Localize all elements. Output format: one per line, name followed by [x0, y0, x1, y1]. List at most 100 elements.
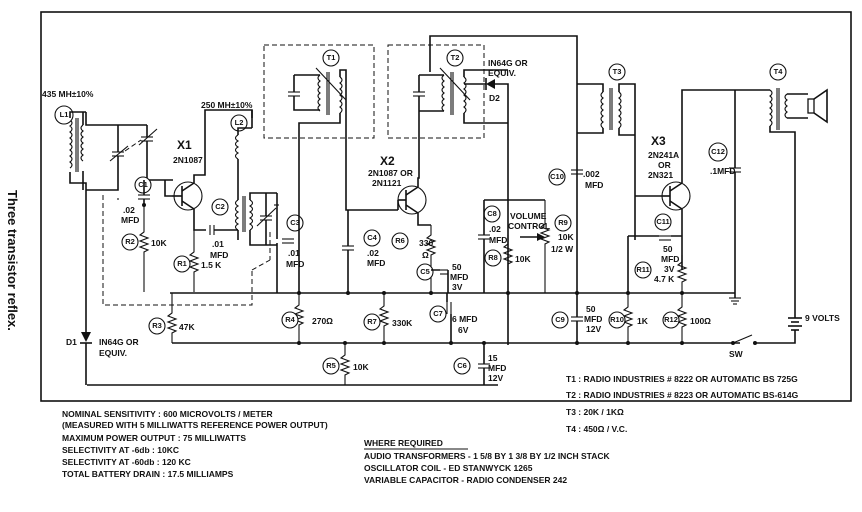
C1-value-2: MFD: [121, 215, 139, 225]
C5-value-1: 50: [452, 262, 462, 272]
T2-ref: T2: [451, 53, 460, 62]
R9-label-1: VOLUME: [510, 211, 547, 221]
D1-value-2: EQUIV.: [99, 348, 127, 358]
L2-ref: L2: [235, 118, 244, 127]
note-left-2: (MEASURED WITH 5 MILLIWATTS REFERENCE PO…: [62, 420, 328, 430]
L1-coil: [69, 118, 84, 172]
L1-ref: L1: [60, 110, 69, 119]
C10-value-1: .002: [583, 169, 600, 179]
C1-ref: C1: [138, 180, 148, 189]
note-right-4: T4 : 450Ω / V.C.: [566, 424, 627, 434]
C10-value-2: MFD: [585, 180, 603, 190]
X2-type-1: 2N1087 OR: [368, 168, 413, 178]
C5-value-3: 3V: [452, 282, 463, 292]
note-right-3: T3 : 20K / 1KΩ: [566, 407, 624, 417]
C8-ref: C8: [487, 209, 497, 218]
L1-value: 435 MH±10%: [42, 89, 94, 99]
R5-value: 10K: [353, 362, 369, 372]
C11-ref: C11: [656, 217, 669, 226]
C3-value-2: MFD: [286, 259, 304, 269]
C2-value-1: .01: [212, 239, 224, 249]
C10-ref: C10: [550, 172, 564, 181]
R6-value-1: 330: [419, 238, 433, 248]
C9-value-3: 12V: [586, 324, 601, 334]
R2-value: 10K: [151, 238, 167, 248]
where-required-title: WHERE REQUIRED: [364, 438, 443, 448]
C8-value-1: .02: [489, 224, 501, 234]
note-right-1: T1 : RADIO INDUSTRIES # 8222 OR AUTOMATI…: [566, 374, 798, 384]
D2-ref: D2: [489, 93, 500, 103]
R2-ref: R2: [125, 237, 135, 246]
R11-ref: R11: [636, 265, 649, 274]
R9-label-2: CONTROL: [508, 221, 550, 231]
T4-ref: T4: [774, 67, 784, 76]
R6-value-2: Ω: [422, 250, 429, 260]
R9-value-1: 10K: [558, 232, 574, 242]
R1-value: 1.5 K: [201, 260, 222, 270]
R5-ref: R5: [326, 361, 336, 370]
T1-ref: T1: [327, 53, 336, 62]
R10-ref: R10: [610, 315, 624, 324]
C12-value: .1MFD: [710, 166, 736, 176]
X1-ref: X1: [177, 138, 192, 152]
C2-ref: C2: [215, 202, 225, 211]
C7-value-2: 6V: [458, 325, 469, 335]
C4-value-1: .02: [367, 248, 379, 258]
D2-label-2: EQUIV.: [488, 68, 516, 78]
C9-value-2: MFD: [584, 314, 602, 324]
X2-ref: X2: [380, 154, 395, 168]
C4-value-2: MFD: [367, 258, 385, 268]
D1-value-1: IN64G OR: [99, 337, 139, 347]
X3-type-2: OR: [658, 160, 671, 170]
C11-value-3: 3V: [664, 264, 675, 274]
R6-ref: R6: [395, 236, 405, 245]
C6-value-1: 15: [488, 353, 498, 363]
speaker-icon: [807, 88, 828, 124]
note-left-3: MAXIMUM POWER OUTPUT : 75 MILLIWATTS: [62, 433, 246, 443]
C5-value-2: MFD: [450, 272, 468, 282]
note-left-6: TOTAL BATTERY DRAIN : 17.5 MILLIAMPS: [62, 469, 234, 479]
R11-value: 4.7 K: [654, 274, 675, 284]
caption: Three transistor reflex.: [5, 190, 20, 331]
C3-value-1: .01: [288, 248, 300, 258]
R9-value-2: 1/2 W: [551, 244, 574, 254]
R1-ref: R1: [177, 259, 187, 268]
X3-ref: X3: [651, 134, 666, 148]
border-frame: [40, 11, 852, 402]
R7-value: 330K: [392, 318, 413, 328]
D1-ref: D1: [66, 337, 77, 347]
where-required-line-3: VARIABLE CAPACITOR - RADIO CONDENSER 242: [364, 475, 567, 485]
R12-ref: R12: [664, 315, 678, 324]
C11-value-2: MFD: [661, 254, 679, 264]
C8-value-2: MFD: [489, 235, 507, 245]
C6-value-2: MFD: [488, 363, 506, 373]
R10-value: 1K: [637, 316, 649, 326]
R8-value: 10K: [515, 254, 531, 264]
L2-value: 250 MH±10%: [201, 100, 253, 110]
tuning-capacitor-1: [109, 128, 158, 162]
SW-ref: SW: [729, 349, 744, 359]
R8-ref: R8: [488, 253, 498, 262]
C9-value-1: 50: [586, 304, 596, 314]
C5-ref: C5: [420, 267, 430, 276]
note-left-5: SELECTIVITY AT -60db : 120 KC: [62, 457, 191, 467]
C9-ref: C9: [555, 315, 565, 324]
R12-value: 100Ω: [690, 316, 711, 326]
C6-value-3: 12V: [488, 373, 503, 383]
C7-ref: C7: [433, 309, 443, 318]
where-required-line-1: AUDIO TRANSFORMERS - 1 5/8 BY 1 3/8 BY 1…: [364, 451, 610, 461]
C6-ref: C6: [457, 361, 467, 370]
R3-value: 47K: [179, 322, 195, 332]
C3-ref: C3: [290, 218, 300, 227]
C12-ref: C12: [711, 147, 725, 156]
C7-value-1: 6 MFD: [452, 314, 478, 324]
R4-ref: R4: [285, 315, 295, 324]
R3-ref: R3: [152, 321, 162, 330]
note-right-2: T2 : RADIO INDUSTRIES # 8223 OR AUTOMATI…: [566, 390, 799, 400]
X1-type: 2N1087: [173, 155, 203, 165]
battery-value: 9 VOLTS: [805, 313, 840, 323]
C1-value-1: .02: [123, 205, 135, 215]
note-left-1: NOMINAL SENSITIVITY : 600 MICROVOLTS / M…: [62, 409, 273, 419]
R9-ref: R9: [558, 218, 568, 227]
